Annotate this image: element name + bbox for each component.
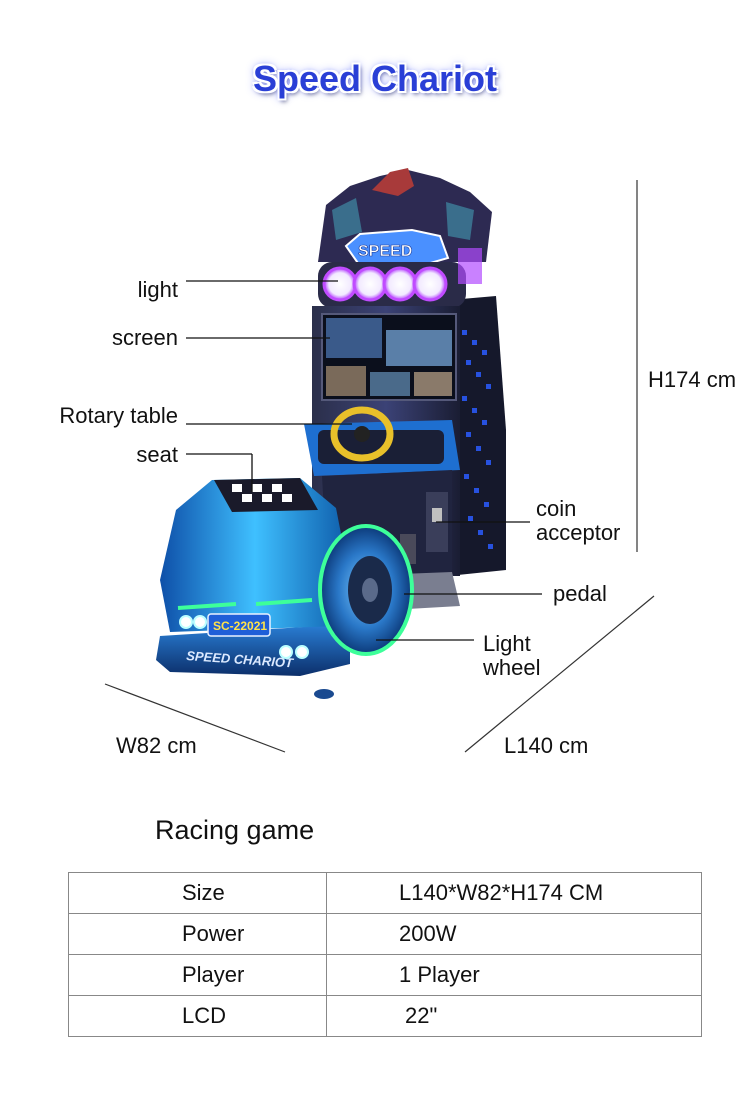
top-light-1 xyxy=(322,266,358,302)
page-title: Speed Chariot xyxy=(252,58,498,99)
seat-base xyxy=(156,624,350,676)
spec-key: Power xyxy=(68,913,327,955)
steering-wheel xyxy=(330,406,394,462)
headlight-3 xyxy=(279,645,293,659)
plate-text: SC-22021 xyxy=(213,619,267,633)
callout-coin: coin xyxy=(536,496,577,521)
callout-light: light xyxy=(137,277,178,302)
section-subtitle: Racing game xyxy=(155,815,315,845)
table-row: Player 1 Player xyxy=(68,954,702,996)
top-light-2 xyxy=(352,266,388,302)
callout-light-line: Light xyxy=(483,631,531,656)
length-dimension-line xyxy=(464,595,655,753)
dimension-length: L140 cm xyxy=(504,733,589,758)
marquee-text: SPEED xyxy=(358,243,412,260)
dimension-height: H174 cm xyxy=(648,367,737,392)
spec-value: 1 Player xyxy=(326,954,702,996)
spec-key: Size xyxy=(68,872,327,914)
neon-strip-right xyxy=(255,598,313,606)
callout-acceptor: acceptor xyxy=(536,520,621,545)
spec-key: Player xyxy=(68,954,327,996)
callout-seat: seat xyxy=(136,442,178,467)
cabinet-back xyxy=(448,296,506,576)
led-column xyxy=(462,330,493,549)
spec-table: Size L140*W82*H174 CM Power 200W Player … xyxy=(68,872,702,1037)
top-light-4 xyxy=(412,266,448,302)
neon-strip-left xyxy=(177,602,237,610)
headlight-2 xyxy=(193,615,207,629)
headlight-1 xyxy=(179,615,193,629)
callout-pedal: pedal xyxy=(553,581,607,606)
spec-key: LCD xyxy=(68,995,327,1037)
table-row: Power 200W xyxy=(68,913,702,955)
spec-value: 22" xyxy=(326,995,702,1037)
table-row: LCD 22" xyxy=(68,995,702,1037)
width-dimension-line xyxy=(104,683,286,753)
callout-screen: screen xyxy=(111,325,178,350)
top-light-3 xyxy=(382,266,418,302)
spec-value: 200W xyxy=(326,913,702,955)
dimension-width: W82 cm xyxy=(116,733,197,758)
seat-body xyxy=(160,478,350,632)
headlight-4 xyxy=(295,645,309,659)
license-plate xyxy=(207,613,271,637)
callout-wheel: wheel xyxy=(483,655,541,680)
table-row: Size L140*W82*H174 CM xyxy=(68,872,702,914)
callout-rotary-table: Rotary table xyxy=(59,403,178,428)
arcade-machine-illustration: SPEED SPEED CHARIOT SC-22021 xyxy=(104,168,655,753)
spec-value: L140*W82*H174 CM xyxy=(326,872,702,914)
